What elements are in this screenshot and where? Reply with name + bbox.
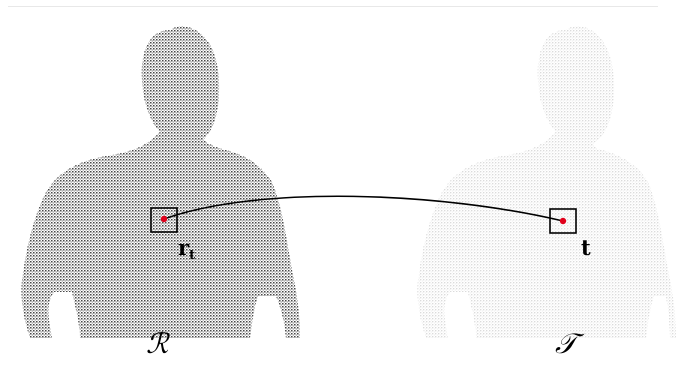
source-point-label-sub: t [189,248,195,263]
target-point-label: t [581,237,591,258]
source-torso-icon [21,132,300,338]
target-head-icon [538,26,614,146]
source-point-label: rt [178,237,195,262]
target-torso-icon [417,132,676,338]
source-point-marker [161,216,167,222]
target-point-label-main: t [581,235,591,260]
target-point-marker [560,218,566,224]
source-point-label-main: r [178,235,189,260]
source-point-cloud [21,26,300,338]
source-cloud-label: ℛ [146,330,168,358]
target-cloud-label: 𝒯 [555,330,576,358]
source-head-icon [142,26,219,146]
target-point-cloud [417,26,676,338]
